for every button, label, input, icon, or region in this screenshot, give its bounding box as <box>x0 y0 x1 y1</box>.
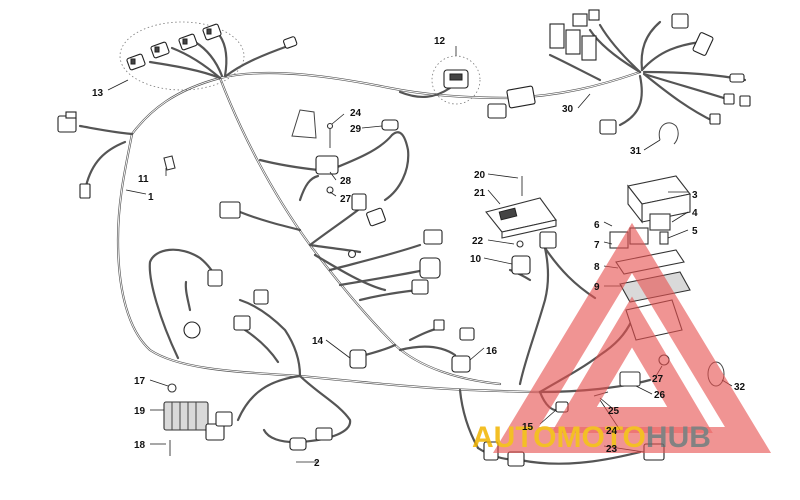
connector-30-right <box>692 32 714 56</box>
callout-11: 11 <box>138 174 149 185</box>
callout-4: 4 <box>692 208 698 219</box>
harness-left-loop <box>148 248 220 360</box>
connector-10 <box>511 255 531 275</box>
connector-13-b <box>150 41 170 59</box>
connector-loop-c <box>233 315 251 331</box>
ecu-21 <box>485 197 557 239</box>
connector-23-b <box>507 451 525 467</box>
clip-part-11 <box>163 155 176 171</box>
connector-center-a <box>351 193 367 211</box>
bracket-24 <box>291 109 317 139</box>
callout-9: 9 <box>594 282 600 293</box>
detail-groups <box>119 21 481 105</box>
callout-25: 25 <box>608 406 620 417</box>
harness-left-trunk <box>116 132 302 378</box>
terminals-30 <box>709 73 751 125</box>
callout-16: 16 <box>486 346 498 357</box>
fuse-5 <box>659 231 669 245</box>
watermark-triangle <box>492 222 772 453</box>
watermark-moto: MOTO <box>556 421 645 454</box>
washer-22 <box>516 240 524 248</box>
regulator-19 <box>163 401 233 441</box>
callout-15: 15 <box>522 422 534 433</box>
watermark-auto: AUTO <box>472 421 556 454</box>
harness-bottom-trunk <box>298 374 542 394</box>
connector-16-a <box>451 355 471 373</box>
callout-10: 10 <box>470 254 482 265</box>
clip-part-31 <box>658 122 679 145</box>
connector-top-cap <box>283 36 298 49</box>
callout-12: 12 <box>434 36 446 47</box>
callout-27-bottom: 27 <box>652 374 664 385</box>
callout-18: 18 <box>134 440 146 451</box>
callout-5: 5 <box>692 226 698 237</box>
group-13-outline <box>119 21 245 91</box>
connector-29 <box>381 119 399 131</box>
connectors <box>57 9 751 467</box>
relay-4 <box>649 213 671 231</box>
callout-8: 8 <box>594 262 600 273</box>
connector-30-topright <box>671 13 689 29</box>
callout-29: 29 <box>350 124 362 135</box>
callout-21: 21 <box>474 188 486 199</box>
callout-1: 1 <box>148 192 154 203</box>
connector-2 <box>289 437 307 451</box>
callout-3: 3 <box>692 190 698 201</box>
callout-17: 17 <box>134 376 146 387</box>
connector-loop-round <box>183 321 201 339</box>
connector-center-left <box>219 201 241 219</box>
callout-2: 2 <box>314 458 320 469</box>
callout-6: 6 <box>594 220 600 231</box>
callout-28: 28 <box>340 176 352 187</box>
callout-32: 32 <box>734 382 746 393</box>
connector-loop-a <box>207 269 223 287</box>
connector-14 <box>349 349 367 369</box>
connector-13-d <box>202 23 222 41</box>
callout-19: 19 <box>134 406 146 417</box>
callout-26: 26 <box>654 390 666 401</box>
connector-center-c <box>423 229 443 245</box>
callout-23: 23 <box>606 444 618 455</box>
nut-17 <box>167 383 177 393</box>
connector-center-e <box>411 279 429 295</box>
callout-31: 31 <box>630 146 642 157</box>
connector-left-lower <box>79 183 91 199</box>
callout-20: 20 <box>474 170 486 181</box>
fuse-block-30 <box>549 9 600 61</box>
callout-14: 14 <box>312 336 324 347</box>
watermark-hub: HUB <box>646 421 711 454</box>
bracket-26 <box>619 371 641 387</box>
connector-loop-b <box>253 289 269 305</box>
callout-22: 22 <box>472 236 484 247</box>
connector-30-low <box>599 119 617 135</box>
callout-labels: 1 2 3 4 5 6 7 8 9 10 11 12 13 14 15 16 1… <box>92 36 746 469</box>
callout-13: 13 <box>92 88 104 99</box>
watermark-triangle-inner <box>551 296 713 433</box>
callout-24-top: 24 <box>350 108 362 119</box>
connector-16-b <box>459 327 475 341</box>
connector-13-a <box>126 53 146 71</box>
connector-center-b <box>366 207 386 227</box>
callout-27-top: 27 <box>340 194 352 205</box>
watermark-logo: AUTOMOTOHUB <box>472 222 772 454</box>
connector-28 <box>315 155 339 175</box>
callout-7: 7 <box>594 240 600 251</box>
callout-30: 30 <box>562 104 574 115</box>
callout-24-bottom: 24 <box>606 426 618 437</box>
svg-text:AUTOMOTOHUB: AUTOMOTOHUB <box>472 421 711 454</box>
connector-13-c <box>178 33 198 51</box>
connector-30-main <box>506 85 536 109</box>
connector-center-d <box>419 257 441 279</box>
